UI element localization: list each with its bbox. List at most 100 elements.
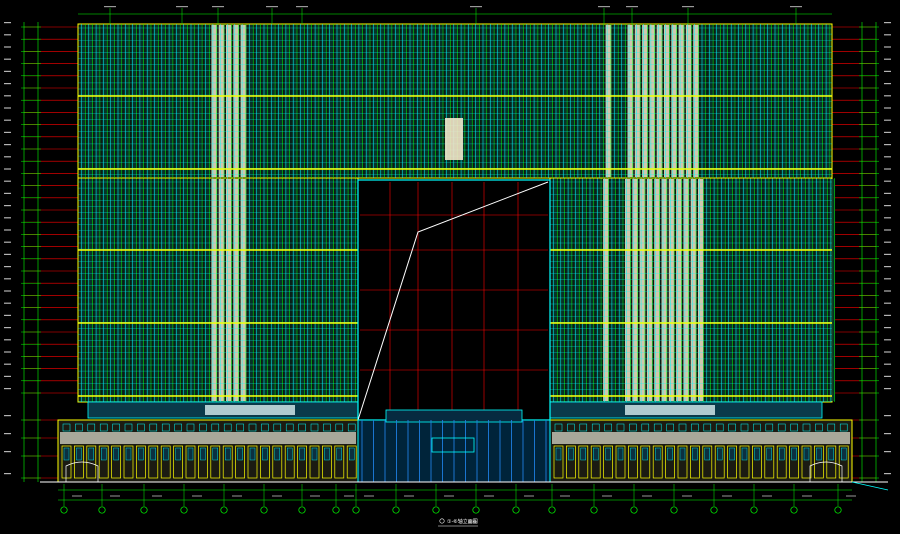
podium-glass xyxy=(162,447,169,461)
podium-glass xyxy=(324,447,330,461)
core-panel xyxy=(445,118,463,160)
axis-bubble-icon xyxy=(298,506,306,514)
bottom-dimension-chain xyxy=(58,484,856,506)
facade-bay xyxy=(525,25,531,177)
facade-bay xyxy=(671,25,677,177)
base-panel xyxy=(205,405,295,415)
facade-bay xyxy=(408,25,415,177)
level-marker-icon xyxy=(884,131,891,133)
tag-text-mark xyxy=(176,6,188,8)
podium-band xyxy=(552,432,850,444)
podium-upper-window xyxy=(554,423,563,432)
facade-bay xyxy=(328,25,334,177)
axis-bubble-icon xyxy=(392,506,400,514)
facade-bay xyxy=(683,179,690,401)
podium-upper-window xyxy=(641,423,650,432)
facade-bay xyxy=(299,179,305,401)
facade-bay xyxy=(189,179,196,401)
facade-bay xyxy=(649,25,656,177)
facade-bay xyxy=(583,25,590,177)
facade-bay xyxy=(291,179,298,401)
level-marker-icon xyxy=(884,290,891,292)
level-marker-icon xyxy=(884,217,891,219)
podium-glass xyxy=(803,447,810,461)
facade-bay xyxy=(313,179,320,401)
dimension-text-mark xyxy=(272,495,282,497)
podium-window xyxy=(628,445,638,479)
podium-window xyxy=(272,445,283,479)
podium-glass xyxy=(816,447,822,461)
podium-band xyxy=(60,432,356,444)
level-marker-icon xyxy=(884,22,891,24)
dimension-text-mark xyxy=(364,495,374,497)
axis-bubble-icon xyxy=(548,506,556,514)
facade-bay xyxy=(632,179,638,401)
level-marker-icon xyxy=(884,375,891,377)
dimension-text-mark xyxy=(72,495,82,497)
podium-facade xyxy=(57,419,853,483)
podium-upper-window xyxy=(248,423,257,432)
level-marker-icon xyxy=(4,83,11,85)
dimension-text-mark xyxy=(444,495,454,497)
facade-bay xyxy=(277,179,283,401)
axis-bubble-icon xyxy=(180,506,188,514)
drawing-scale: 1:150 xyxy=(468,520,477,524)
facade-bay xyxy=(262,179,269,401)
podium-upper-window xyxy=(691,423,699,432)
facade-bay xyxy=(145,25,152,177)
level-marker-icon xyxy=(4,131,11,133)
podium-upper-window xyxy=(715,423,724,432)
level-marker-icon xyxy=(4,363,11,365)
facade-bay xyxy=(817,25,823,177)
facade-bay xyxy=(559,179,565,401)
facade-bay xyxy=(240,179,247,401)
podium-glass xyxy=(568,447,574,461)
facade-bay xyxy=(566,179,573,401)
podium-glass xyxy=(704,447,710,461)
podium-window xyxy=(260,445,270,479)
level-marker-icon xyxy=(4,46,11,48)
podium-upper-window xyxy=(678,423,687,432)
podium-window xyxy=(714,445,725,479)
podium-glass xyxy=(593,447,599,461)
facade-bay xyxy=(634,25,641,177)
level-marker-icon xyxy=(4,451,11,453)
podium-window xyxy=(185,445,196,479)
facade-bay xyxy=(751,25,758,177)
podium-glass xyxy=(605,447,611,461)
facade-bay xyxy=(182,179,188,401)
facade-bay xyxy=(552,179,558,401)
facade-bay xyxy=(269,179,276,401)
tower-right-facade xyxy=(549,177,836,403)
podium-glass xyxy=(249,447,256,461)
facade-bay xyxy=(101,179,108,401)
podium-glass xyxy=(336,447,342,461)
facade-bay xyxy=(661,179,668,401)
entrance-door xyxy=(431,437,475,453)
facade-bay xyxy=(581,179,587,401)
podium-upper-window xyxy=(777,423,786,432)
facade-bay xyxy=(109,25,115,177)
axis-bubble-icon xyxy=(220,506,228,514)
podium-upper-window xyxy=(323,423,331,432)
facade-bay xyxy=(766,25,772,177)
podium-window xyxy=(247,445,258,479)
podium-upper-window xyxy=(629,423,637,432)
tag-text-mark xyxy=(626,6,638,8)
ramp-line xyxy=(851,481,889,491)
facade-bay xyxy=(306,25,312,177)
facade-bay xyxy=(676,179,682,401)
right-dimension-chain xyxy=(859,22,891,482)
podium-upper-window xyxy=(579,423,588,432)
axis-bubble-icon xyxy=(710,506,718,514)
podium-window xyxy=(739,445,750,479)
podium-glass xyxy=(311,447,318,461)
base-panel xyxy=(625,405,715,415)
axis-bubble-icon xyxy=(140,506,148,514)
level-marker-icon xyxy=(4,192,11,194)
podium-window xyxy=(690,445,700,479)
facade-bay xyxy=(226,25,232,177)
facade-bay xyxy=(320,179,327,401)
facade-bay xyxy=(610,179,617,401)
level-marker-icon xyxy=(4,180,11,182)
